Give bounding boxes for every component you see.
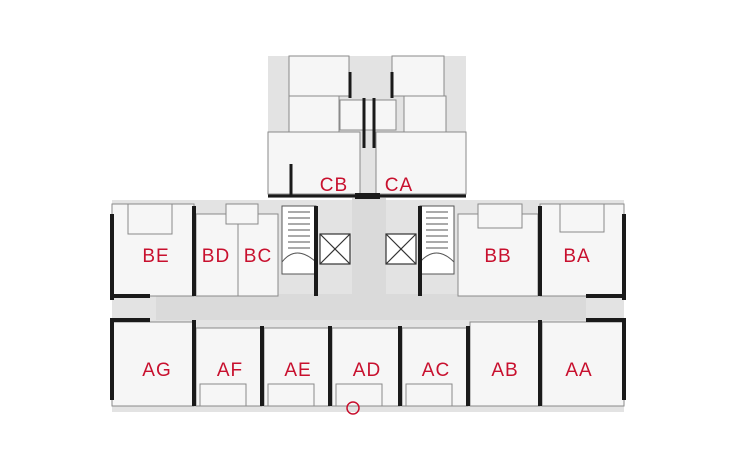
south-a-block — [111, 321, 625, 407]
unit-label-bd: BD — [202, 246, 230, 267]
core-corridor — [352, 196, 386, 296]
unit-bd-room — [195, 213, 239, 297]
unit-label-ad: AD — [353, 360, 381, 381]
unit-ag-room — [111, 321, 195, 407]
unit-label-aa: AA — [565, 360, 592, 381]
unit-cb-bath — [288, 95, 340, 133]
unit-af-bath — [199, 383, 247, 407]
unit-ca-living — [375, 131, 467, 195]
unit-ba-bath — [559, 203, 605, 233]
unit-label-cb: CB — [320, 175, 348, 196]
unit-label-ae: AE — [284, 360, 311, 381]
unit-cb-bedroom — [288, 55, 350, 97]
unit-label-af: AF — [217, 360, 243, 381]
unit-ad-bath — [335, 383, 383, 407]
north-wing-walls — [268, 72, 466, 199]
unit-label-ab: AB — [491, 360, 518, 381]
unit-labels: CB CA BE BD BC BB BA AG AF AE AD AC AB A… — [142, 175, 592, 381]
unit-ca-bath — [403, 95, 447, 133]
unit-aa-room — [541, 321, 625, 407]
east-b-block — [457, 203, 625, 297]
north-lobby — [339, 99, 397, 131]
structural-walls — [110, 206, 626, 406]
unit-label-ag: AG — [142, 360, 171, 381]
unit-ac-bath — [405, 383, 453, 407]
unit-label-bb: BB — [484, 246, 511, 267]
unit-label-ca: CA — [385, 175, 413, 196]
north-wing — [267, 55, 467, 195]
stair-core-west — [281, 205, 317, 275]
main-corridor — [156, 294, 586, 320]
lift-shafts — [319, 233, 417, 265]
unit-be-bath — [127, 203, 173, 235]
unit-label-be: BE — [142, 246, 169, 267]
circle-icon — [346, 401, 360, 415]
stair-core-east — [419, 205, 455, 275]
unit-bd-bath — [225, 203, 259, 225]
unit-ae-bath — [267, 383, 315, 407]
unit-ca-bedroom — [391, 55, 445, 97]
unit-label-ac: AC — [422, 360, 450, 381]
unit-bb-bath — [477, 203, 523, 229]
west-b-block — [111, 203, 279, 297]
unit-label-bc: BC — [244, 246, 272, 267]
unit-bc-room — [237, 213, 279, 297]
unit-cb-living — [267, 131, 361, 195]
unit-label-ba: BA — [563, 246, 590, 267]
